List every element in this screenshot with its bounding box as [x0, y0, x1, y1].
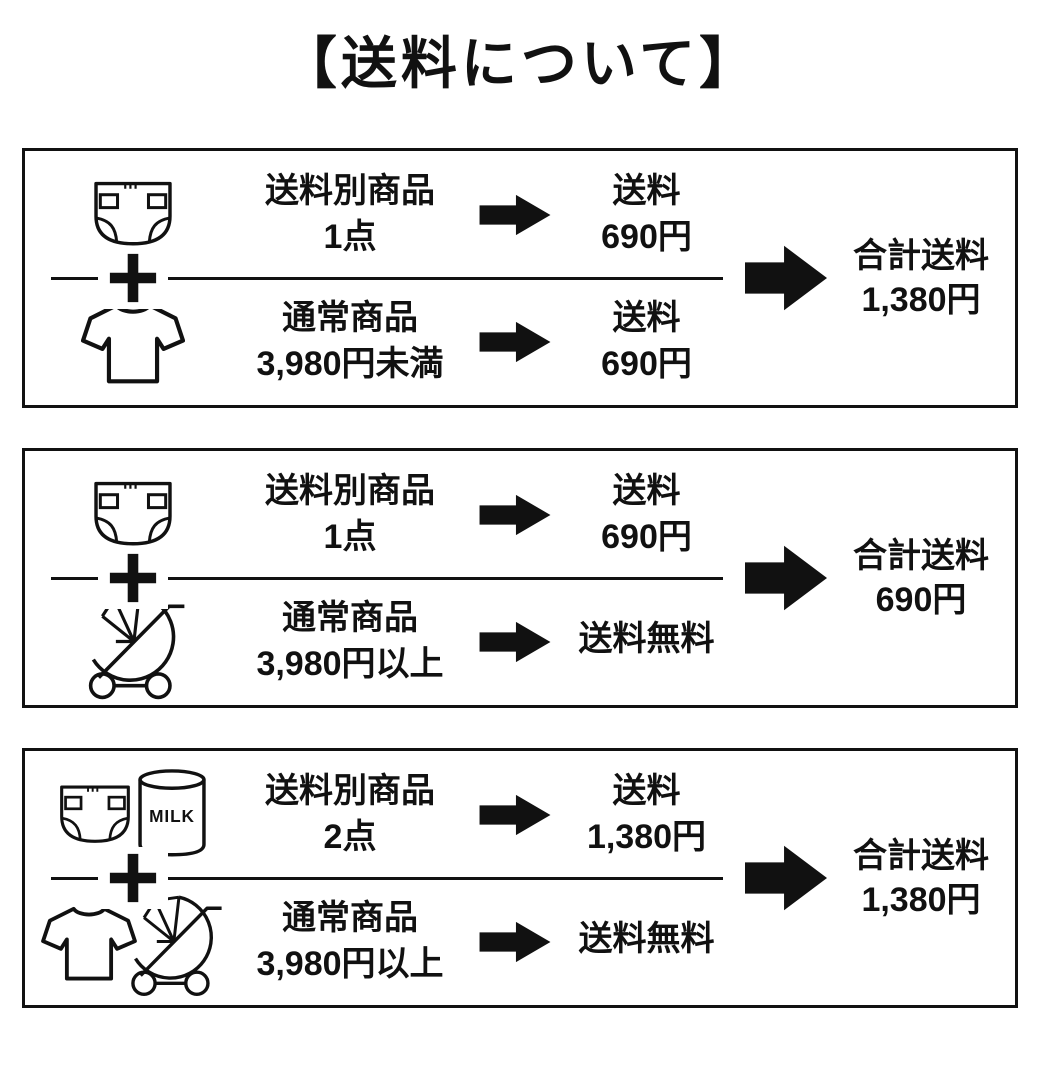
fee-amount: 690円 — [601, 517, 692, 556]
case-1-row-1-arrow — [460, 192, 570, 238]
case-1-row-1-icons — [25, 180, 240, 249]
case-1-row-1-label: 送料別商品 1点 — [240, 171, 460, 258]
case-2-row-2-result: 送料無料 — [570, 619, 723, 664]
arrow-right-icon — [479, 792, 551, 838]
product-price-label: 3,980円以上 — [256, 644, 444, 683]
arrow-right-icon — [479, 192, 551, 238]
case-3-row-1: MILK 送料別商品 2点 送料 1,380円 — [25, 751, 723, 878]
diaper-icon — [56, 784, 134, 846]
product-qty-label: 2点 — [323, 817, 377, 856]
total-fee-label: 合計送料 — [853, 537, 989, 576]
case-3-row-2-result: 送料無料 — [570, 919, 723, 964]
tshirt-icon — [81, 298, 185, 385]
fee-amount: 690円 — [601, 344, 692, 383]
product-qty-label: 1点 — [323, 217, 377, 256]
case-3-row-1-result: 送料 1,380円 — [570, 771, 723, 858]
product-type-label: 送料別商品 — [265, 472, 435, 511]
product-type-label: 通常商品 — [282, 599, 418, 638]
product-price-label: 3,980円以上 — [256, 944, 444, 983]
case-2-row-1-arrow — [460, 492, 570, 538]
shipping-case-3: MILK 送料別商品 2点 送料 1,380円 — [22, 748, 1018, 1009]
arrow-right-large-icon — [745, 537, 827, 619]
case-1-row-1: 送料別商品 1点 送料 690円 — [25, 151, 723, 278]
case-3-items: MILK 送料別商品 2点 送料 1,380円 — [25, 751, 723, 1005]
diaper-icon — [90, 480, 176, 549]
case-2-total-text: 合計送料 690円 — [827, 534, 1015, 622]
case-1-total: 合計送料 1,380円 — [723, 151, 1015, 405]
case-1-items: 送料別商品 1点 送料 690円 通常商品 3,980円未満 — [25, 151, 723, 405]
arrow-right-icon — [479, 919, 551, 965]
case-2-row-2: 通常商品 3,980円以上 送料無料 — [25, 578, 723, 705]
case-2-row-2-label: 通常商品 3,980円以上 — [240, 598, 460, 685]
arrow-right-icon — [479, 619, 551, 665]
case-2-row-1: 送料別商品 1点 送料 690円 — [25, 451, 723, 578]
case-3-row-2-arrow — [460, 919, 570, 965]
case-1-total-text: 合計送料 1,380円 — [827, 234, 1015, 322]
case-3-row-1-label: 送料別商品 2点 — [240, 771, 460, 858]
case-2-row-1-icons — [25, 480, 240, 549]
total-fee-amount: 1,380円 — [861, 281, 981, 320]
plus-divider-line — [51, 876, 723, 880]
arrow-right-icon — [479, 319, 551, 365]
case-1-row-2-label: 通常商品 3,980円未満 — [240, 298, 460, 385]
plus-icon — [98, 547, 168, 610]
case-3-row-2-label: 通常商品 3,980円以上 — [240, 898, 460, 985]
arrow-right-large-icon — [745, 837, 827, 919]
case-2-items: 送料別商品 1点 送料 690円 通常商品 3,980円以上 — [25, 451, 723, 705]
product-type-label: 通常商品 — [282, 899, 418, 938]
case-1-row-2-result: 送料 690円 — [570, 298, 723, 385]
case-3-row-1-arrow — [460, 792, 570, 838]
fee-amount: 1,380円 — [586, 817, 707, 856]
shipping-case-2: 送料別商品 1点 送料 690円 通常商品 3,980円以上 — [22, 448, 1018, 709]
total-fee-amount: 690円 — [875, 581, 967, 620]
plus-divider-line — [51, 576, 723, 580]
case-1-row-2-icons — [25, 298, 240, 385]
case-2-row-2-arrow — [460, 619, 570, 665]
case-3-row-2: 通常商品 3,980円以上 送料無料 — [25, 878, 723, 1005]
fee-label: 送料無料 — [578, 920, 715, 959]
fee-amount: 690円 — [601, 217, 692, 256]
plus-divider-line — [51, 276, 723, 280]
product-type-label: 送料別商品 — [265, 772, 435, 811]
case-1-row-1-result: 送料 690円 — [570, 171, 723, 258]
product-price-label: 3,980円未満 — [256, 344, 444, 383]
case-1-row-2: 通常商品 3,980円未満 送料 690円 — [25, 278, 723, 405]
fee-label: 送料 — [612, 172, 681, 211]
fee-label: 送料 — [612, 299, 681, 338]
fee-label: 送料無料 — [578, 620, 715, 659]
case-2-total: 合計送料 690円 — [723, 451, 1015, 705]
plus-icon — [98, 247, 168, 310]
product-qty-label: 1点 — [323, 517, 377, 556]
case-3-total-text: 合計送料 1,380円 — [827, 834, 1015, 922]
plus-icon — [98, 847, 168, 910]
total-fee-label: 合計送料 — [853, 237, 989, 276]
product-type-label: 送料別商品 — [265, 172, 435, 211]
case-2-row-1-label: 送料別商品 1点 — [240, 471, 460, 558]
case-2-row-1-result: 送料 690円 — [570, 471, 723, 558]
case-1-row-2-arrow — [460, 319, 570, 365]
shipping-case-1: 送料別商品 1点 送料 690円 通常商品 3,980円未満 — [22, 148, 1018, 409]
fee-label: 送料 — [612, 472, 681, 511]
product-type-label: 通常商品 — [282, 299, 418, 338]
diaper-icon — [90, 180, 176, 249]
milk-can-label: MILK — [149, 806, 195, 826]
fee-label: 送料 — [612, 772, 681, 811]
page-title: 【送料について】 — [280, 32, 760, 95]
arrow-right-large-icon — [745, 237, 827, 319]
total-fee-amount: 1,380円 — [861, 881, 981, 920]
shipping-cases: 送料別商品 1点 送料 690円 通常商品 3,980円未満 — [22, 148, 1018, 1009]
total-fee-label: 合計送料 — [853, 837, 989, 876]
arrow-right-icon — [479, 492, 551, 538]
case-3-total: 合計送料 1,380円 — [723, 751, 1015, 1005]
